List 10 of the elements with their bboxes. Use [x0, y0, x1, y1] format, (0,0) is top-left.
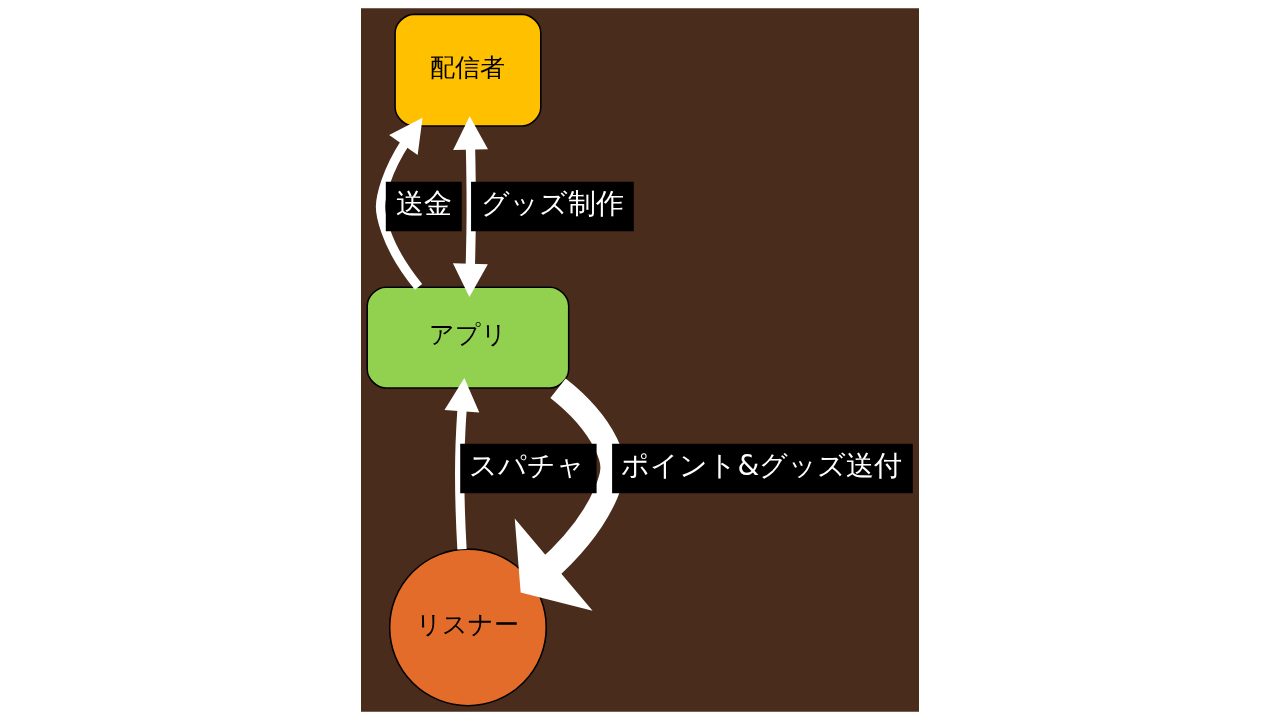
edge-label: 送金: [395, 187, 452, 221]
arrow: [444, 378, 480, 550]
node-circle: リスナー: [388, 548, 547, 707]
arrow: [452, 116, 488, 297]
edge-label: グッズ制作: [481, 187, 625, 221]
node-box: アプリ: [366, 286, 570, 389]
edge-label: スパチャ: [469, 449, 586, 483]
arrow: [375, 117, 423, 290]
edge-label: ポイント&グッズ送付: [621, 449, 903, 483]
node-box: 配信者: [394, 13, 542, 127]
